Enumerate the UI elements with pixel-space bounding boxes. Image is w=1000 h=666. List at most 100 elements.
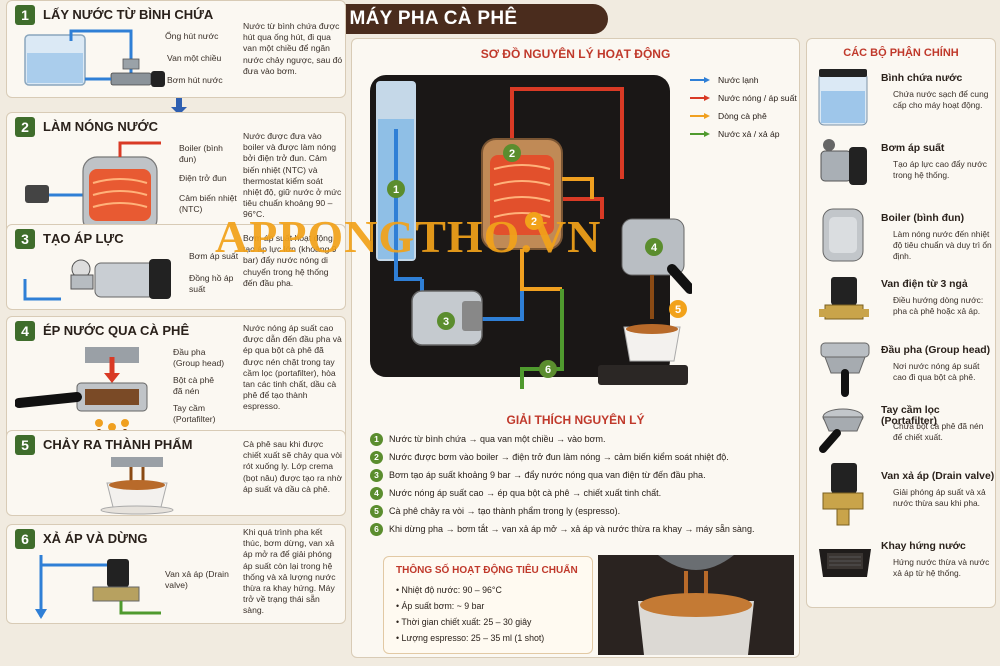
water-tank-icon	[818, 69, 868, 126]
step-number: 5	[15, 435, 35, 455]
step-number: 2	[15, 117, 35, 137]
explanation-number: 5	[370, 505, 383, 518]
boiler-icon	[822, 208, 864, 262]
step-description: Khi quá trình pha kết thúc, bơm dừng, va…	[243, 527, 336, 616]
explanation-number: 4	[370, 487, 383, 500]
explanation-number: 6	[370, 523, 383, 536]
components-panel: CÁC BỘ PHẬN CHÍNH Bình chứa nước Chứa nư…	[806, 38, 996, 608]
explanation-text: Cà phê chảy ra vòi → tạo thành phẩm tron…	[389, 505, 621, 516]
callout-suction-tube: Ống hút nước	[165, 31, 219, 41]
legend-hot-water: Nước nóng / áp suất	[718, 93, 797, 103]
down-arrow-icon	[171, 98, 187, 115]
step-description: Nước nóng áp suất cao được dẫn đến đầu p…	[243, 323, 342, 412]
explanation-heading: GIẢI THÍCH NGUYÊN LÝ	[506, 413, 645, 427]
group-head-illustration	[15, 347, 148, 445]
component-name: Van điện từ 3 ngả	[881, 279, 968, 290]
spec-text: Lượng espresso: 25 – 35 ml (1 shot)	[401, 633, 545, 643]
component-name: Bình chứa nước	[881, 73, 963, 84]
component-description: Chứa bột cà phê đã nén để chiết xuất.	[893, 421, 984, 442]
explanation-number: 2	[370, 451, 383, 464]
watermark: APPONGTHO.VN	[215, 211, 602, 262]
spec-line: • Lượng espresso: 25 – 35 ml (1 shot)	[396, 633, 545, 643]
svg-text:5: 5	[675, 304, 681, 316]
callout-drain-valve: Van xả áp (Drain valve)	[165, 569, 229, 590]
step-description: Bơm áp suất hoạt động, tạo áp lực lớn (k…	[243, 233, 337, 288]
step-title: TẠO ÁP LỰC	[43, 231, 124, 246]
spec-text: Nhiệt độ nước: 90 – 96°C	[401, 585, 502, 595]
water-tank-illustration	[24, 29, 165, 87]
component-description: Tạo áp lực cao đẩy nước trong hệ thống.	[893, 159, 987, 180]
svg-text:3: 3	[443, 316, 449, 328]
boiler-illustration	[25, 141, 161, 234]
callout-group-head: Đầu pha (Group head)	[173, 347, 225, 368]
step-number: 6	[15, 529, 35, 549]
callout-ground-coffee: Bột cà phê đã nén	[173, 375, 215, 396]
component-name: Boiler (bình đun)	[881, 213, 965, 224]
step-number: 3	[15, 229, 35, 249]
component-description: Chứa nước sạch để cung cấp cho máy hoạt …	[893, 89, 989, 110]
callout-pressure-gauge: Đồng hồ áp suất	[189, 273, 234, 294]
component-description: Hứng nước thừa và nước xả áp từ hệ thống…	[893, 557, 990, 578]
step-title: CHẢY RA THÀNH PHẨM	[43, 437, 193, 452]
espresso-pour-illustration	[598, 555, 794, 655]
step-description: Nước được đưa vào boiler và được làm nón…	[243, 131, 342, 220]
drain-valve-illustration	[35, 555, 161, 619]
diagram-heading: SƠ ĐỒ NGUYÊN LÝ HOẠT ĐỘNG	[480, 47, 671, 61]
pump-icon	[820, 139, 867, 185]
step-description: Nước từ bình chứa được hút qua ống hút, …	[243, 21, 343, 76]
specs-heading: THÔNG SỐ HOẠT ĐỘNG TIÊU CHUẨN	[396, 565, 578, 576]
group-head-icon	[820, 342, 870, 397]
component-description: Điều hướng dòng nước: pha cà phê hoặc xả…	[893, 295, 984, 316]
spec-text: Áp suất bơm: ~ 9 bar	[401, 601, 485, 611]
step-number: 1	[15, 5, 35, 25]
spec-line: • Áp suất bơm: ~ 9 bar	[396, 601, 485, 611]
spec-text: Thời gian chiết xuất: 25 – 30 giây	[401, 617, 532, 627]
step-title: LÀM NÓNG NƯỚC	[43, 119, 159, 134]
portafilter-icon	[819, 408, 864, 453]
component-name: Khay hứng nước	[881, 541, 966, 552]
step-title: XẢ ÁP VÀ DỪNG	[43, 531, 148, 546]
pressure-pump-illustration	[23, 259, 171, 301]
spec-line: • Thời gian chiết xuất: 25 – 30 giây	[396, 617, 532, 627]
step-1: 1 LẤY NƯỚC TỪ BÌNH CHỨA Ống hút nước Van…	[6, 0, 346, 98]
component-description: Giải phóng áp suất và xả nước thừa sau k…	[893, 487, 986, 508]
drain-valve-icon	[822, 463, 864, 526]
legend-arrow-drain	[690, 131, 710, 137]
callout-check-valve: Van một chiều	[167, 53, 222, 63]
diagram-panel: SƠ ĐỒ NGUYÊN LÝ HOẠT ĐỘNG	[351, 38, 800, 658]
legend-arrow-coffee	[690, 113, 710, 119]
legend-drain-water: Nước xả / xả áp	[718, 129, 780, 139]
step-title: LẤY NƯỚC TỪ BÌNH CHỨA	[43, 7, 214, 22]
explanation-number: 1	[370, 433, 383, 446]
step-3: 3 TẠO ÁP LỰC Bơm áp suất Đồng hồ áp suất…	[6, 224, 346, 310]
explanation-text: Bơm tạo áp suất khoảng 9 bar → đẩy nước …	[389, 469, 706, 480]
svg-text:1: 1	[393, 184, 399, 196]
callout-temperature-sensor: Cảm biến nhiệt (NTC)	[179, 193, 237, 214]
callout-heating-element: Điện trở đun	[179, 173, 227, 183]
components-heading: CÁC BỘ PHẬN CHÍNH	[843, 47, 959, 59]
spec-line: • Nhiệt độ nước: 90 – 96°C	[396, 585, 502, 595]
legend-coffee-flow: Dòng cà phê	[718, 111, 767, 121]
steps-panel: 1 LẤY NƯỚC TỪ BÌNH CHỨA Ống hút nước Van…	[0, 0, 346, 624]
component-name: Đầu pha (Group head)	[881, 345, 991, 356]
step-6: 6 XẢ ÁP VÀ DỪNG Van xả áp (Drain valve) …	[6, 524, 346, 624]
explanation-line: 5 Cà phê chảy ra vòi → tạo thành phẩm tro…	[370, 505, 620, 518]
step-number: 4	[15, 321, 35, 341]
explanation-line: 3 Bơm tạo áp suất khoảng 9 bar → đẩy nước…	[370, 469, 706, 482]
component-description: Làm nóng nước đến nhiệt độ tiêu chuẩn và…	[893, 229, 992, 261]
callout-portafilter: Tay cầm (Portafilter)	[173, 403, 216, 424]
legend-arrow-cold	[690, 77, 710, 83]
component-name: Bơm áp suất	[881, 143, 945, 154]
component-description: Nơi nước nóng áp suất cao đi qua bột cà …	[893, 361, 980, 382]
component-name: Tay cầm lọc (Portafilter)	[881, 405, 940, 427]
solenoid-valve-icon	[819, 277, 869, 320]
step-5: 5 CHẢY RA THÀNH PHẨM Cà phê sau khi được…	[6, 430, 346, 516]
svg-text:2: 2	[509, 148, 515, 160]
legend-cold-water: Nước lạnh	[718, 75, 759, 85]
explanation-number: 3	[370, 469, 383, 482]
explanation-text: Nước nóng áp suất cao → ép qua bột cà ph…	[389, 487, 662, 498]
callout-suction-pump: Bơm hút nước	[167, 75, 223, 85]
